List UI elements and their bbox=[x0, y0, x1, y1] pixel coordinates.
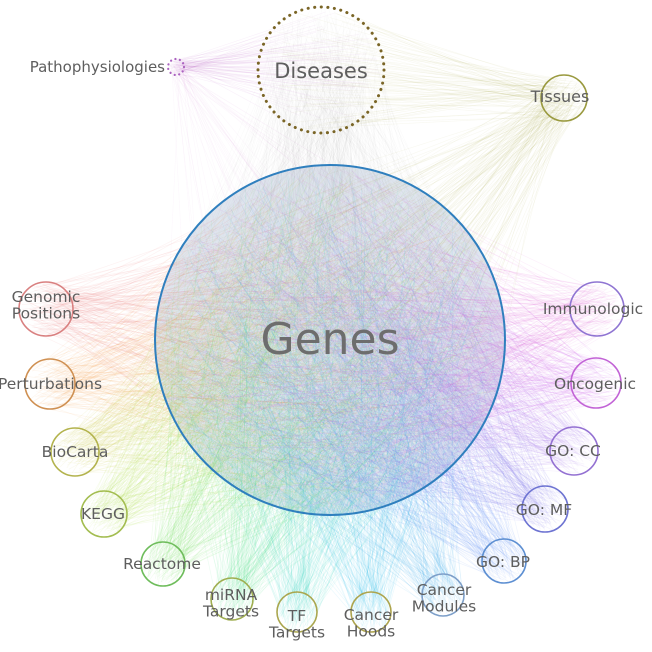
node-perturbations[interactable] bbox=[24, 358, 76, 410]
node-reactome[interactable] bbox=[140, 541, 186, 587]
node-cancer_modules[interactable] bbox=[421, 573, 465, 617]
node-genes[interactable] bbox=[154, 164, 506, 516]
genes-area bbox=[155, 165, 505, 515]
node-oncogenic[interactable] bbox=[570, 357, 622, 409]
node-kegg[interactable] bbox=[80, 490, 128, 538]
node-immunologic[interactable] bbox=[569, 281, 625, 337]
node-genomic_positions[interactable] bbox=[18, 281, 74, 337]
node-go_cc[interactable] bbox=[549, 426, 599, 476]
node-go_bp[interactable] bbox=[481, 538, 527, 584]
node-diseases[interactable] bbox=[256, 5, 386, 135]
node-tissues[interactable] bbox=[540, 74, 588, 122]
node-go_mf[interactable] bbox=[521, 485, 569, 533]
node-tf_targets[interactable] bbox=[276, 591, 318, 633]
node-biocarta[interactable] bbox=[50, 427, 100, 477]
node-mirna_targets[interactable] bbox=[210, 577, 254, 621]
node-pathophysiologies[interactable] bbox=[166, 57, 186, 77]
label-pathophysiologies: Pathophysiologies bbox=[30, 58, 165, 76]
node-cancer_hoods[interactable] bbox=[350, 591, 392, 633]
